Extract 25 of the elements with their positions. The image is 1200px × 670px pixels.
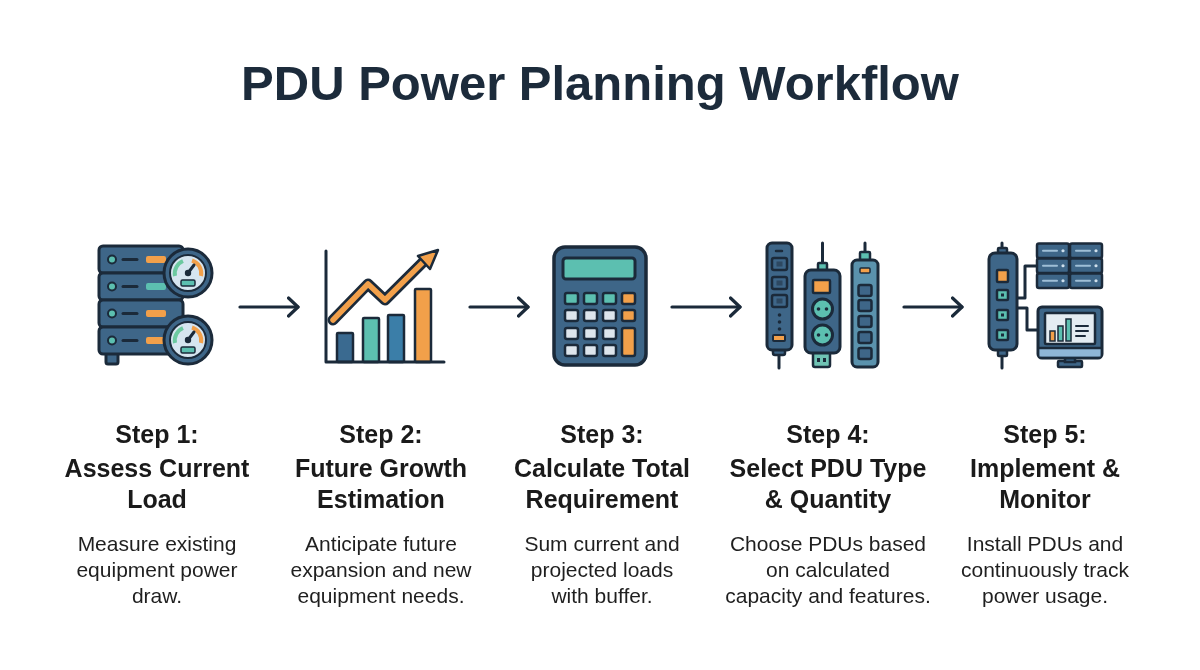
arrow xyxy=(468,296,530,318)
step-title: Calculate Total Requirement xyxy=(513,453,691,515)
diagram-title: PDU Power Planning Workflow xyxy=(241,55,959,112)
power-strip-monitor-icon xyxy=(986,242,1104,370)
server-gauge-icon xyxy=(96,244,216,367)
power-strips-icon xyxy=(764,242,880,370)
step-title: Future Growth Estimation xyxy=(293,453,469,515)
step-number: Step 2: xyxy=(339,419,423,450)
step-number: Step 1: xyxy=(115,419,199,450)
step-description: Measure existing equipment power draw. xyxy=(75,531,239,609)
step-title: Implement & Monitor xyxy=(969,453,1121,515)
arrow xyxy=(902,296,964,318)
arrow xyxy=(670,296,742,318)
step-description: Choose PDUs based on calculated capacity and features. xyxy=(725,531,931,609)
step-description: Anticipate future expansion and new equipment needs. xyxy=(289,531,473,609)
calculator-icon xyxy=(552,245,648,367)
step-description: Install PDUs and continuously track power usage. xyxy=(959,531,1131,609)
arrow xyxy=(238,296,300,318)
step-number: Step 4: xyxy=(786,419,870,450)
step-number: Step 5: xyxy=(1003,419,1087,450)
step-title: Select PDU Type & Quantity xyxy=(728,453,928,515)
growth-chart-icon xyxy=(322,248,446,364)
step-description: Sum current and projected loads with buffer. xyxy=(523,531,681,609)
step-title: Assess Current Load xyxy=(63,453,251,515)
step-number: Step 3: xyxy=(560,419,644,450)
